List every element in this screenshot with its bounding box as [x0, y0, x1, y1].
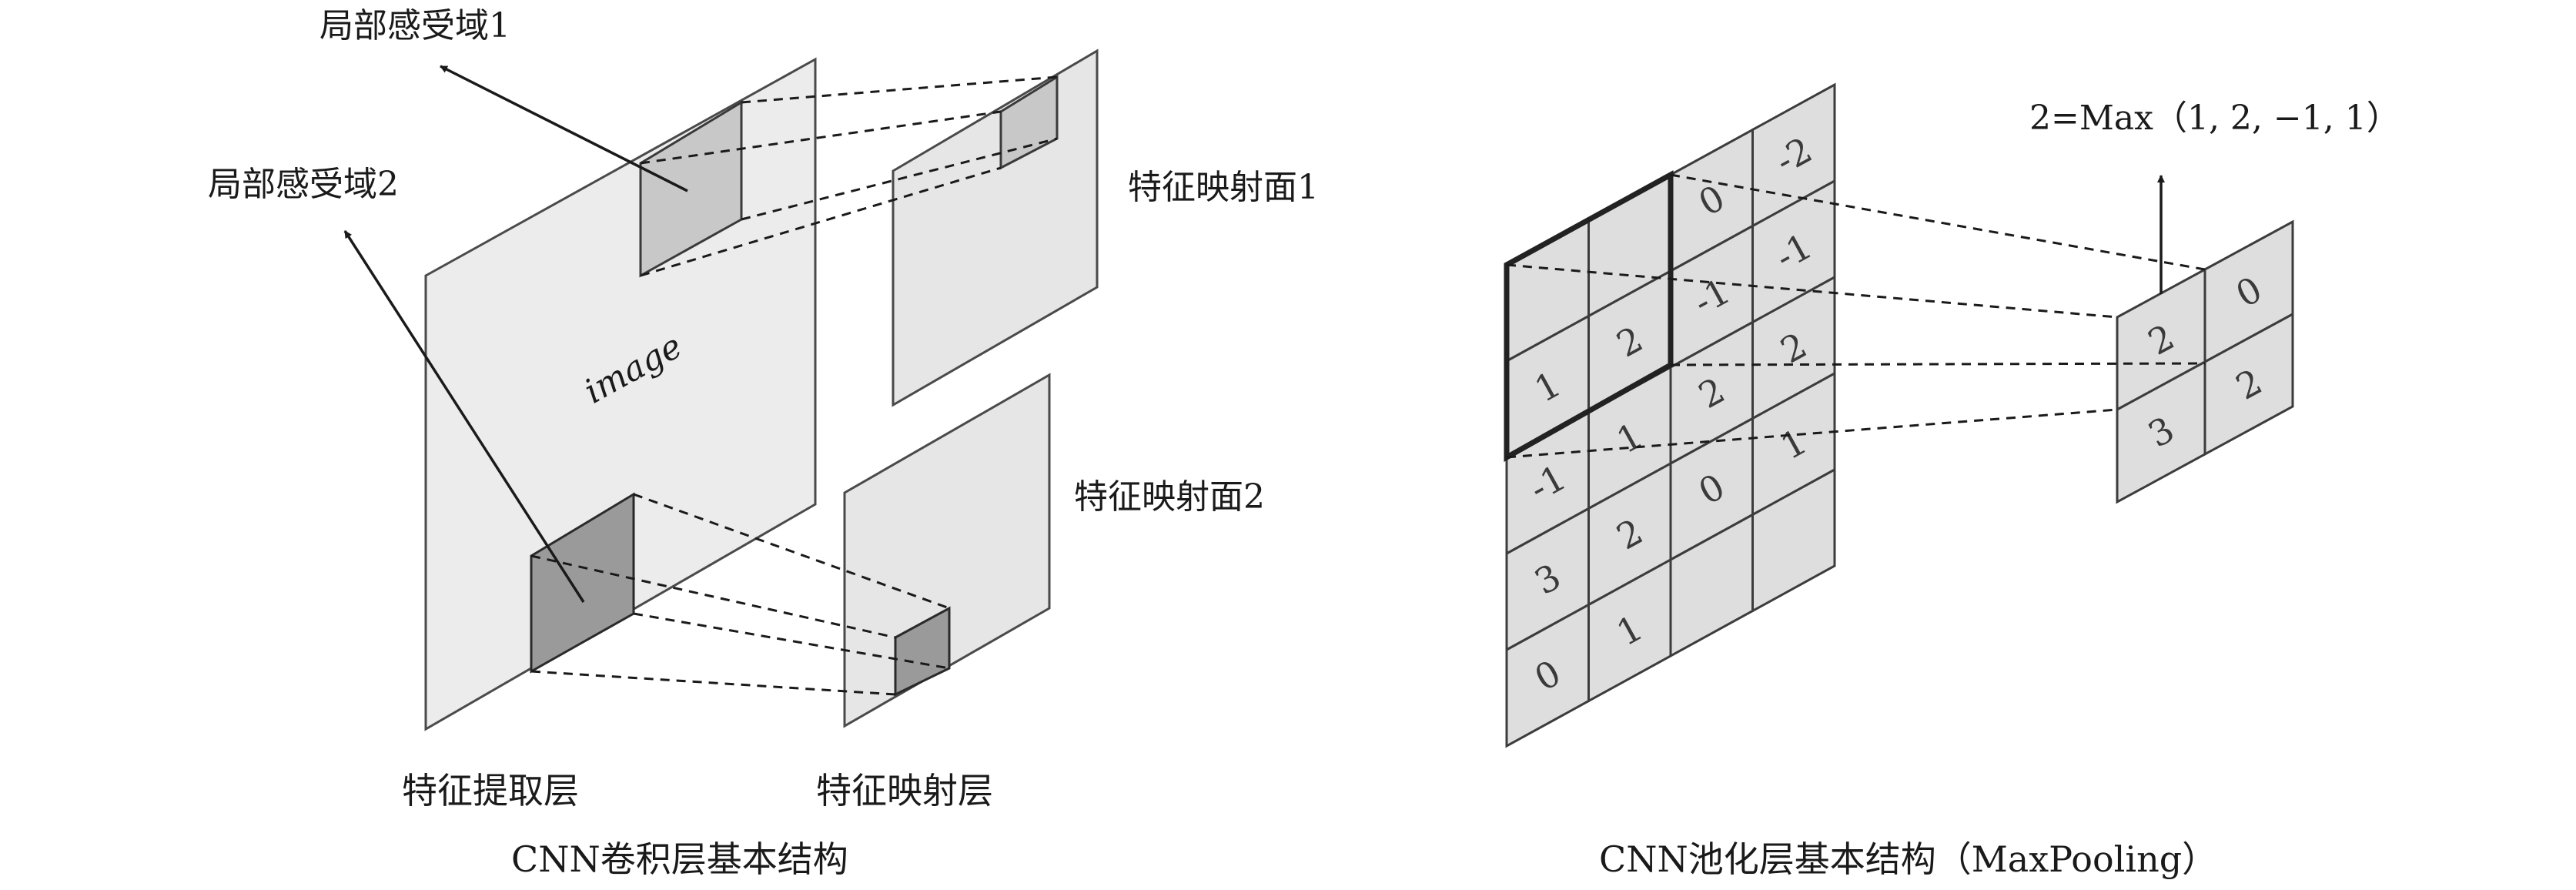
mapping-layer-label: 特征映射层	[816, 770, 993, 811]
pooling-projection-lines	[1506, 173, 2206, 459]
max-formula: 2=Max（1, 2, −1, 1）	[2029, 99, 2400, 138]
receptive-field-1-label: 局部感受域1	[319, 6, 510, 45]
feature-map-1-label: 特征映射面1	[1128, 168, 1319, 207]
feature-map-2	[843, 373, 1051, 728]
arrow-receptive-field-1	[440, 65, 688, 192]
pooling-caption: CNN池化层基本结构（MaxPooling）	[1599, 838, 2217, 880]
extraction-layer-label: 特征提取层	[402, 770, 579, 811]
output-grid-cell	[2203, 312, 2294, 457]
projection-lines-2	[530, 493, 950, 696]
feature-map-1	[892, 49, 1099, 407]
receptive-field-2-label: 局部感受域2	[208, 165, 399, 204]
feature-map-2-label: 特征映射面2	[1074, 477, 1265, 517]
input-grid-cell	[1751, 467, 1836, 614]
projection-lines-1	[640, 75, 1058, 277]
feature-map-2-unit	[894, 606, 951, 697]
convolution-diagram: image 局部感受域1 局部感受域2 特征映射面1	[208, 6, 1319, 880]
convolution-caption: CNN卷积层基本结构	[511, 838, 848, 880]
arrow-receptive-field-2	[343, 230, 585, 603]
